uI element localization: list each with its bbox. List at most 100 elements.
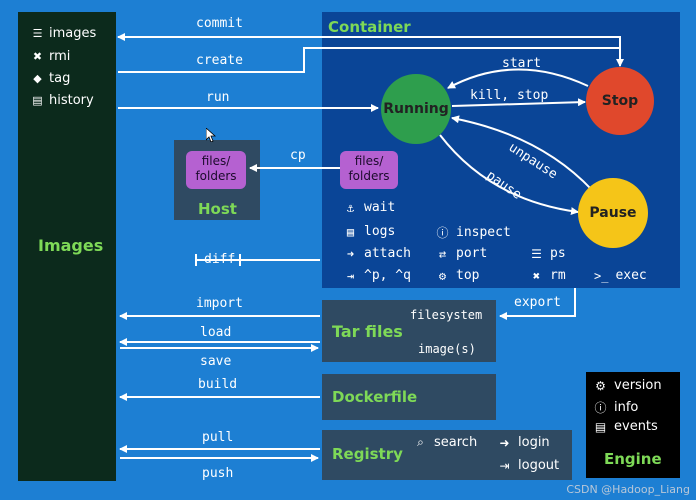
cmd-wait-label: wait — [364, 200, 396, 215]
load-label: load — [200, 325, 232, 340]
tar-files-title: Tar files — [332, 322, 403, 341]
registry-search: ⌕ search — [414, 435, 477, 450]
stop-label: Stop — [601, 93, 639, 109]
engine-title: Engine — [604, 450, 662, 468]
pause-state: Pause — [578, 178, 648, 248]
tar-filesystem-label: filesystem — [410, 308, 483, 322]
host-title: Host — [198, 200, 237, 218]
rmi-item-label: rmi — [49, 49, 71, 64]
cmd-ps-label: ps — [550, 246, 566, 261]
cmd-top-label: top — [456, 268, 480, 283]
start-arrow — [447, 68, 589, 89]
cmd-exec: >_ exec — [594, 268, 647, 283]
attach-icon: ➜ — [346, 246, 355, 261]
mouse-cursor-icon — [206, 128, 216, 142]
registry-login-label: login — [518, 435, 550, 450]
search-icon: ⌕ — [417, 435, 424, 449]
host-files-chip: files/ folders — [186, 151, 246, 189]
pull-label: pull — [202, 430, 234, 445]
document-icon: ▤ — [594, 419, 607, 434]
push-label: push — [202, 466, 234, 481]
anchor-icon: ⚓ — [346, 200, 355, 215]
x-icon: ✖ — [32, 50, 43, 63]
cmd-attach: ➜ attach — [344, 246, 411, 261]
images-item: ☰ images — [32, 26, 97, 41]
container-title: Container — [328, 18, 411, 36]
images-panel: ☰ images ✖ rmi ◆ tag ▤ history Images — [18, 12, 116, 481]
cp-label: cp — [290, 148, 306, 163]
pause-label: Pause — [589, 205, 637, 221]
images-title: Images — [38, 236, 104, 255]
engine-info: ⓘ info — [594, 399, 638, 416]
terminal-icon: >_ — [594, 268, 609, 283]
unpause-arrow — [451, 115, 593, 191]
cmd-logs: ▤ logs — [344, 224, 395, 239]
run-label: run — [206, 90, 230, 105]
gears-icon: ⚙ — [438, 268, 447, 283]
cmd-port-label: port — [456, 246, 488, 261]
images-item-label: images — [49, 26, 97, 41]
login-icon: ➜ — [499, 435, 510, 450]
logout-icon: ⇥ — [499, 458, 510, 473]
pause-arrow — [439, 134, 579, 216]
tar-files-box: Tar files filesystem image(s) — [322, 300, 496, 362]
list-icon: ☰ — [32, 27, 43, 40]
dockerfile-title: Dockerfile — [332, 388, 418, 406]
kill-stop-label: kill, stop — [470, 88, 549, 103]
engine-events-label: events — [614, 419, 658, 434]
cmd-top: ⚙ top — [436, 268, 480, 283]
engine-events: ▤ events — [594, 419, 658, 434]
history-item: ▤ history — [32, 93, 94, 108]
tag-icon: ◆ — [33, 72, 42, 85]
rmi-item: ✖ rmi — [32, 49, 71, 64]
registry-box: Registry ⌕ search ➜ login ⇥ logout — [322, 430, 572, 480]
import-label: import — [196, 296, 243, 311]
stop-state: Stop — [586, 67, 654, 135]
watermark: CSDN @Hadoop_Liang — [566, 483, 690, 496]
cmd-inspect: ⓘ inspect — [436, 224, 511, 241]
info-icon: ⓘ — [594, 401, 607, 415]
port-icon: ⇄ — [438, 246, 447, 261]
create-arrow — [118, 47, 624, 73]
gear-icon: ⚙ — [595, 378, 606, 393]
export-label: export — [514, 295, 561, 310]
detach-icon: ⇥ — [346, 268, 355, 283]
cmd-logs-label: logs — [364, 224, 396, 239]
save-label: save — [200, 354, 232, 369]
cmd-inspect-label: inspect — [456, 225, 511, 240]
running-state: Running — [381, 74, 451, 144]
cmd-ps: ☰ ps — [530, 246, 566, 261]
build-label: build — [198, 377, 238, 392]
export-arrow — [499, 288, 576, 320]
engine-version-label: version — [614, 378, 662, 393]
registry-logout: ⇥ logout — [498, 458, 559, 473]
list-icon: ☰ — [531, 246, 542, 261]
registry-logout-label: logout — [518, 458, 560, 473]
cmd-rm: ✖ rm — [530, 268, 566, 283]
running-label: Running — [383, 101, 449, 117]
engine-version: ⚙ version — [594, 378, 662, 393]
host-files-label: files/ folders — [195, 154, 237, 183]
cmd-detach: ⇥ ^p, ^q — [344, 268, 411, 283]
kill-stop-arrow — [451, 98, 586, 107]
info-icon: ⓘ — [436, 226, 449, 240]
create-label: create — [196, 53, 243, 68]
registry-search-label: search — [434, 435, 478, 450]
cmd-detach-label: ^p, ^q — [364, 268, 411, 283]
cmd-attach-label: attach — [364, 246, 411, 261]
diff-label: diff — [204, 252, 236, 267]
container-files-chip: files/ folders — [340, 151, 398, 189]
cmd-wait: ⚓ wait — [344, 200, 395, 215]
tar-images-label: image(s) — [418, 342, 476, 356]
engine-info-label: info — [614, 400, 639, 415]
tag-item-label: tag — [49, 71, 71, 86]
engine-box: ⚙ version ⓘ info ▤ events Engine — [586, 372, 680, 478]
document-icon: ▤ — [32, 94, 43, 107]
registry-login: ➜ login — [498, 435, 550, 450]
cmd-port: ⇄ port — [436, 246, 487, 261]
commit-arrow — [117, 33, 621, 65]
cmd-rm-label: rm — [550, 268, 566, 283]
history-item-label: history — [49, 93, 94, 108]
